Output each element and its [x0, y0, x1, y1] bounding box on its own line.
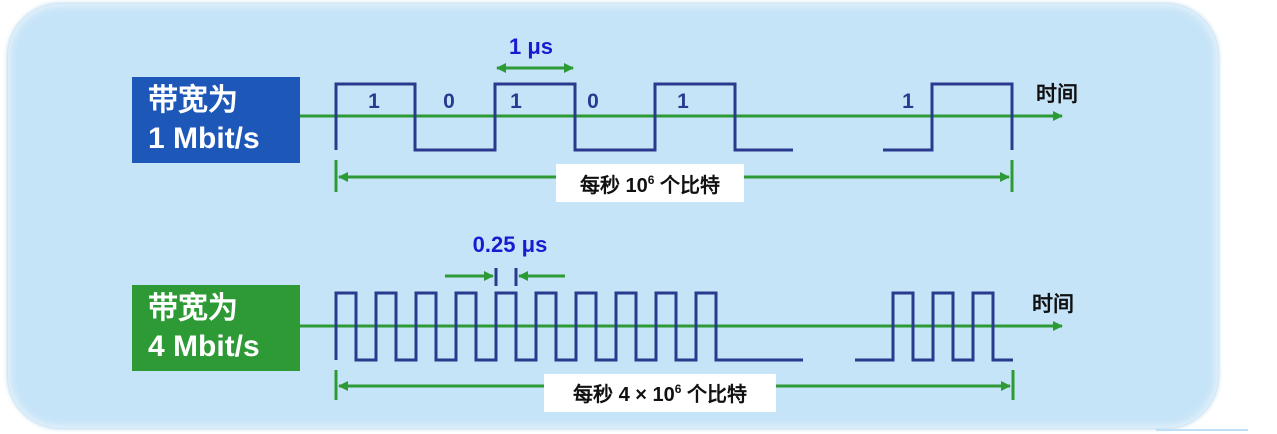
- signal-waveform-top: [334, 82, 1014, 152]
- label-rate: 1 Mbit/s: [148, 122, 260, 155]
- bit-value: 1: [368, 90, 380, 113]
- rate-box-bottom: [544, 374, 776, 412]
- bit-value: 1: [902, 90, 914, 113]
- bit-value: 0: [587, 90, 599, 113]
- signal-waveform-bottom: [334, 291, 1013, 362]
- bits-per-second-bottom: 每秒 4 × 106 个比特: [573, 382, 747, 406]
- bit-value: 1: [677, 90, 689, 113]
- bandwidth-1mbps-label: 带宽为 1 Mbit/s: [132, 77, 300, 163]
- bit-value: 1: [510, 90, 522, 113]
- divider: [1156, 429, 1248, 431]
- label-prefix: 带宽为: [148, 84, 238, 117]
- bit-value: 0: [443, 90, 455, 113]
- bit-period-label-top: 1 μs: [509, 34, 553, 59]
- bandwidth-4mbps-label: 带宽为 4 Mbit/s: [132, 285, 300, 371]
- bits-per-second-top: 每秒 106 个比特: [580, 173, 720, 197]
- label-prefix: 带宽为: [148, 292, 238, 325]
- time-axis-label-top: 时间: [1036, 83, 1078, 106]
- time-axis-label-bottom: 时间: [1032, 293, 1074, 316]
- bit-period-label-bottom: 0.25 μs: [473, 232, 548, 257]
- label-rate: 4 Mbit/s: [148, 330, 260, 363]
- rate-box-top: [556, 164, 744, 202]
